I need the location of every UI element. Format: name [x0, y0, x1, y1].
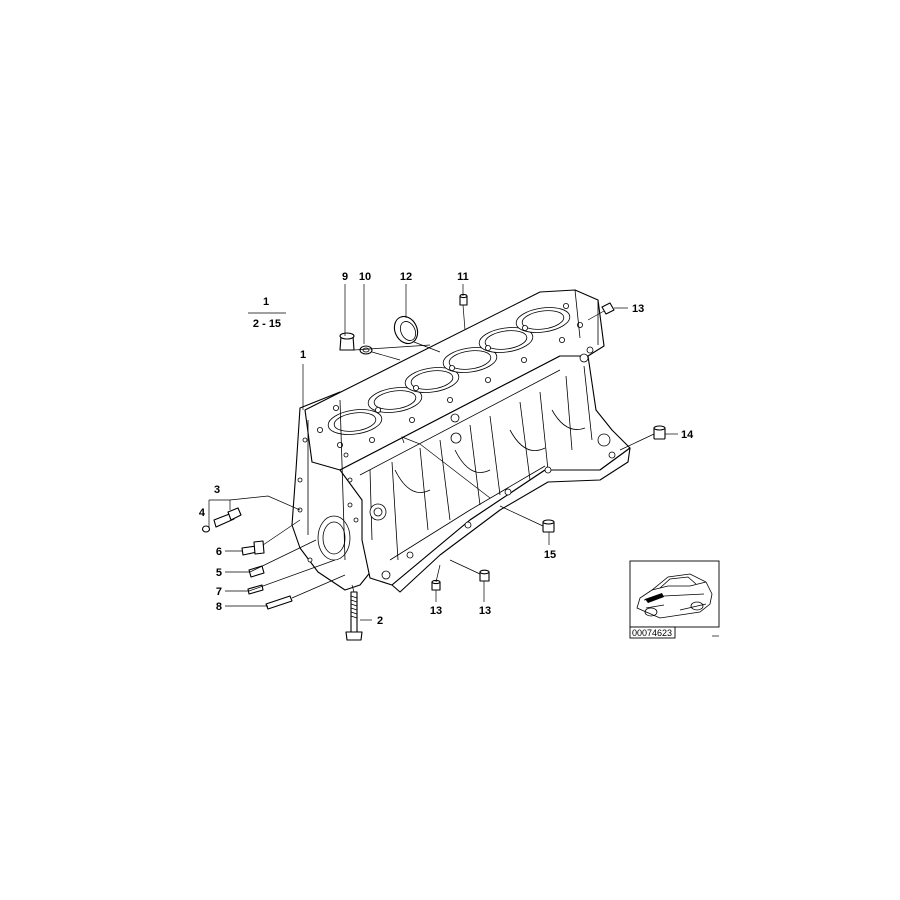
callout-15: 15	[544, 549, 556, 561]
callout-9: 9	[342, 271, 348, 283]
gasket-ring-10	[359, 345, 373, 355]
engine-block	[291, 289, 631, 593]
dowel-sleeve-13-top	[601, 302, 615, 315]
bushing-15	[542, 519, 555, 533]
pin-7	[247, 584, 264, 595]
callout-6: 6	[216, 546, 222, 558]
dowel-sleeve-11	[459, 293, 468, 306]
callout-labels: 1 2 3 4 5 6 7 8 9 10 12 11 13 13 13 14 1…	[199, 271, 694, 627]
block-skirt	[391, 447, 631, 593]
callout-12: 12	[400, 271, 412, 283]
bolt-6	[241, 540, 265, 556]
callout-8: 8	[216, 601, 222, 613]
assembly-fraction: 1 2 - 15	[248, 296, 286, 330]
fraction-numerator: 1	[263, 296, 269, 308]
reference-id: 00074623	[632, 628, 672, 638]
block-webs	[359, 289, 599, 561]
callout-13-top: 13	[632, 303, 644, 315]
cylinder-bores	[327, 307, 571, 435]
stud-bolt-2	[345, 591, 363, 641]
callout-11: 11	[457, 271, 469, 283]
screw-plug-9	[339, 332, 355, 351]
deck-bolt-holes	[316, 302, 584, 448]
drain-fitting-3	[213, 507, 242, 528]
dowel-sleeve-13-bottom-right	[479, 569, 490, 582]
block-end-details	[297, 399, 359, 563]
o-ring-4	[201, 525, 211, 533]
sleeve-5	[248, 565, 265, 578]
callout-1: 1	[300, 349, 306, 361]
block-side-bosses	[369, 346, 616, 580]
callout-13-bottom-right: 13	[479, 605, 491, 617]
callout-5: 5	[216, 567, 222, 579]
callout-14: 14	[681, 429, 694, 441]
callout-13-bottom-left: 13	[430, 605, 442, 617]
bushing-14	[653, 425, 666, 440]
leader-lines	[208, 284, 678, 621]
callout-2: 2	[377, 615, 383, 627]
callout-7: 7	[216, 586, 222, 598]
fraction-denominator: 2 - 15	[253, 318, 281, 330]
pin-8	[265, 595, 293, 610]
callout-10: 10	[359, 271, 371, 283]
callout-3: 3	[214, 484, 220, 496]
car-silhouette	[636, 573, 713, 619]
callout-4: 4	[199, 507, 206, 519]
expansion-plug-12	[393, 315, 419, 345]
reference-car-thumbnail: 00074623	[629, 560, 720, 639]
